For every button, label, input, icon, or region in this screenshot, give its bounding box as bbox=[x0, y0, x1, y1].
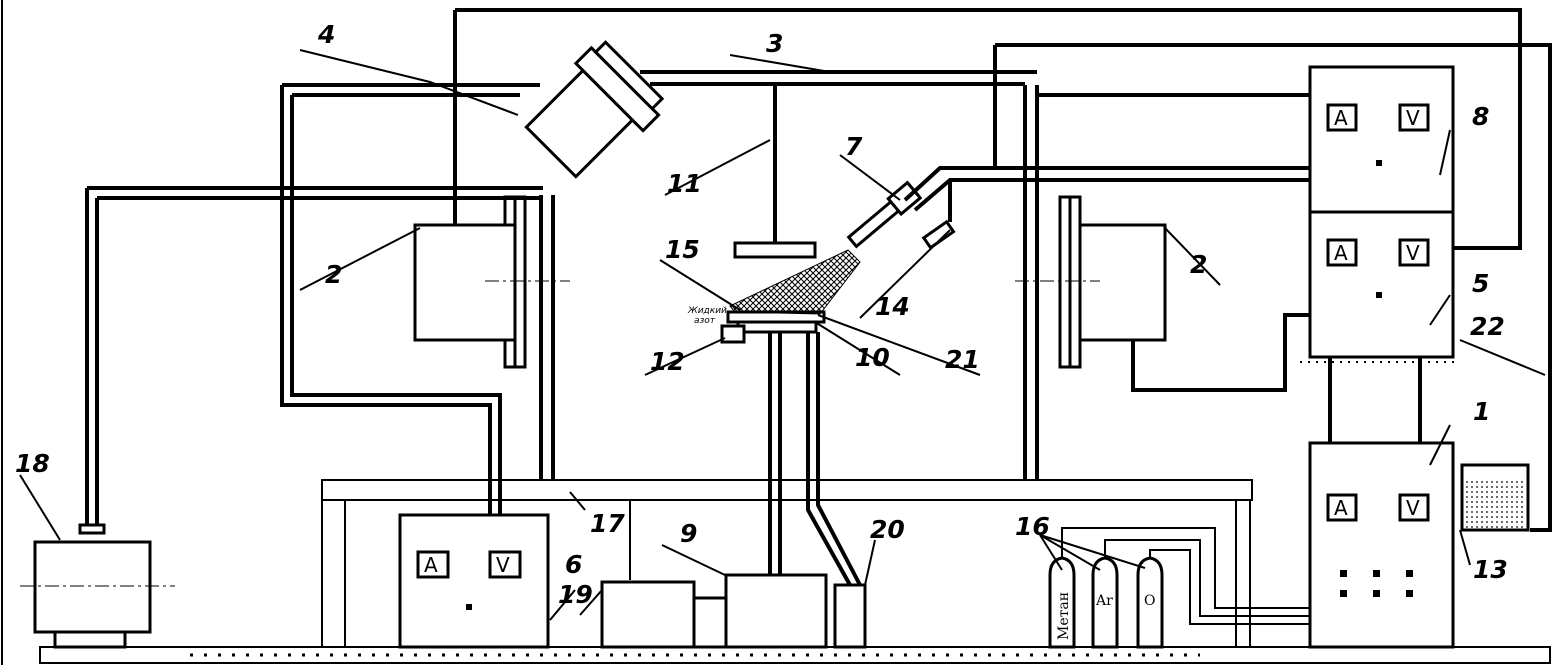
voltmeter-label-8: V bbox=[1406, 106, 1420, 130]
ion-source bbox=[524, 40, 665, 179]
controller-1 bbox=[1308, 441, 1455, 649]
label-3: 3 bbox=[766, 29, 783, 58]
gas-cylinders bbox=[1048, 527, 1310, 649]
label-16: 16 bbox=[1015, 512, 1050, 541]
label-14: 14 bbox=[875, 292, 910, 321]
label-11: 11 bbox=[667, 169, 702, 198]
gas-argon: Ar bbox=[1095, 593, 1113, 609]
gas-methane: Метан bbox=[1056, 592, 1072, 640]
gas-oxygen: O bbox=[1144, 593, 1155, 609]
ammeter-label-1: A bbox=[1334, 496, 1348, 520]
label-10: 10 bbox=[855, 343, 890, 372]
spray-cone bbox=[729, 249, 861, 315]
voltmeter-label-1: V bbox=[1406, 496, 1420, 520]
magnetron-right bbox=[1078, 223, 1167, 342]
label-9: 9 bbox=[680, 519, 697, 548]
label-15: 15 bbox=[665, 235, 700, 264]
plasma-torch bbox=[846, 180, 923, 249]
controller-5 bbox=[1308, 210, 1455, 359]
label-4: 4 bbox=[317, 20, 335, 49]
unit-20 bbox=[833, 583, 867, 649]
voltmeter-6 bbox=[488, 550, 522, 579]
label-7: 7 bbox=[845, 132, 863, 161]
ammeter-6 bbox=[416, 550, 450, 579]
pump-9 bbox=[724, 573, 828, 649]
unit-18 bbox=[33, 540, 152, 634]
controller-8 bbox=[1308, 65, 1455, 214]
voltmeter-label-5: V bbox=[1406, 241, 1420, 265]
label-2-right: 2 bbox=[1190, 250, 1207, 279]
pyrometer bbox=[921, 219, 956, 250]
label-22: 22 bbox=[1470, 312, 1505, 341]
label-8: 8 bbox=[1472, 102, 1489, 131]
ammeter-label-8: A bbox=[1334, 106, 1348, 130]
label-18: 18 bbox=[15, 449, 50, 478]
magnetron-left bbox=[413, 223, 517, 342]
label-20: 20 bbox=[870, 515, 905, 544]
power-supply-6 bbox=[398, 513, 550, 649]
label-5: 5 bbox=[1472, 269, 1489, 298]
voltmeter-label-6: V bbox=[496, 553, 510, 577]
label-6: 6 bbox=[565, 550, 582, 579]
support-frame bbox=[321, 479, 1253, 647]
ammeter-label-6: A bbox=[424, 553, 438, 577]
nitrogen-label-2: азот bbox=[694, 316, 716, 326]
label-2-left: 2 bbox=[325, 260, 342, 289]
label-12: 12 bbox=[650, 347, 685, 376]
label-1: 1 bbox=[1473, 397, 1490, 426]
label-17: 17 bbox=[590, 509, 625, 538]
substrate-holder bbox=[733, 84, 817, 259]
nitrogen-label-1: Жидкий bbox=[687, 306, 727, 316]
sample-stage bbox=[720, 310, 826, 575]
floor-base bbox=[39, 646, 1551, 664]
ammeter-label-5: A bbox=[1334, 241, 1348, 265]
label-21: 21 bbox=[945, 345, 980, 374]
pump-19 bbox=[600, 580, 696, 649]
label-13: 13 bbox=[1473, 555, 1508, 584]
label-19: 19 bbox=[558, 580, 593, 609]
